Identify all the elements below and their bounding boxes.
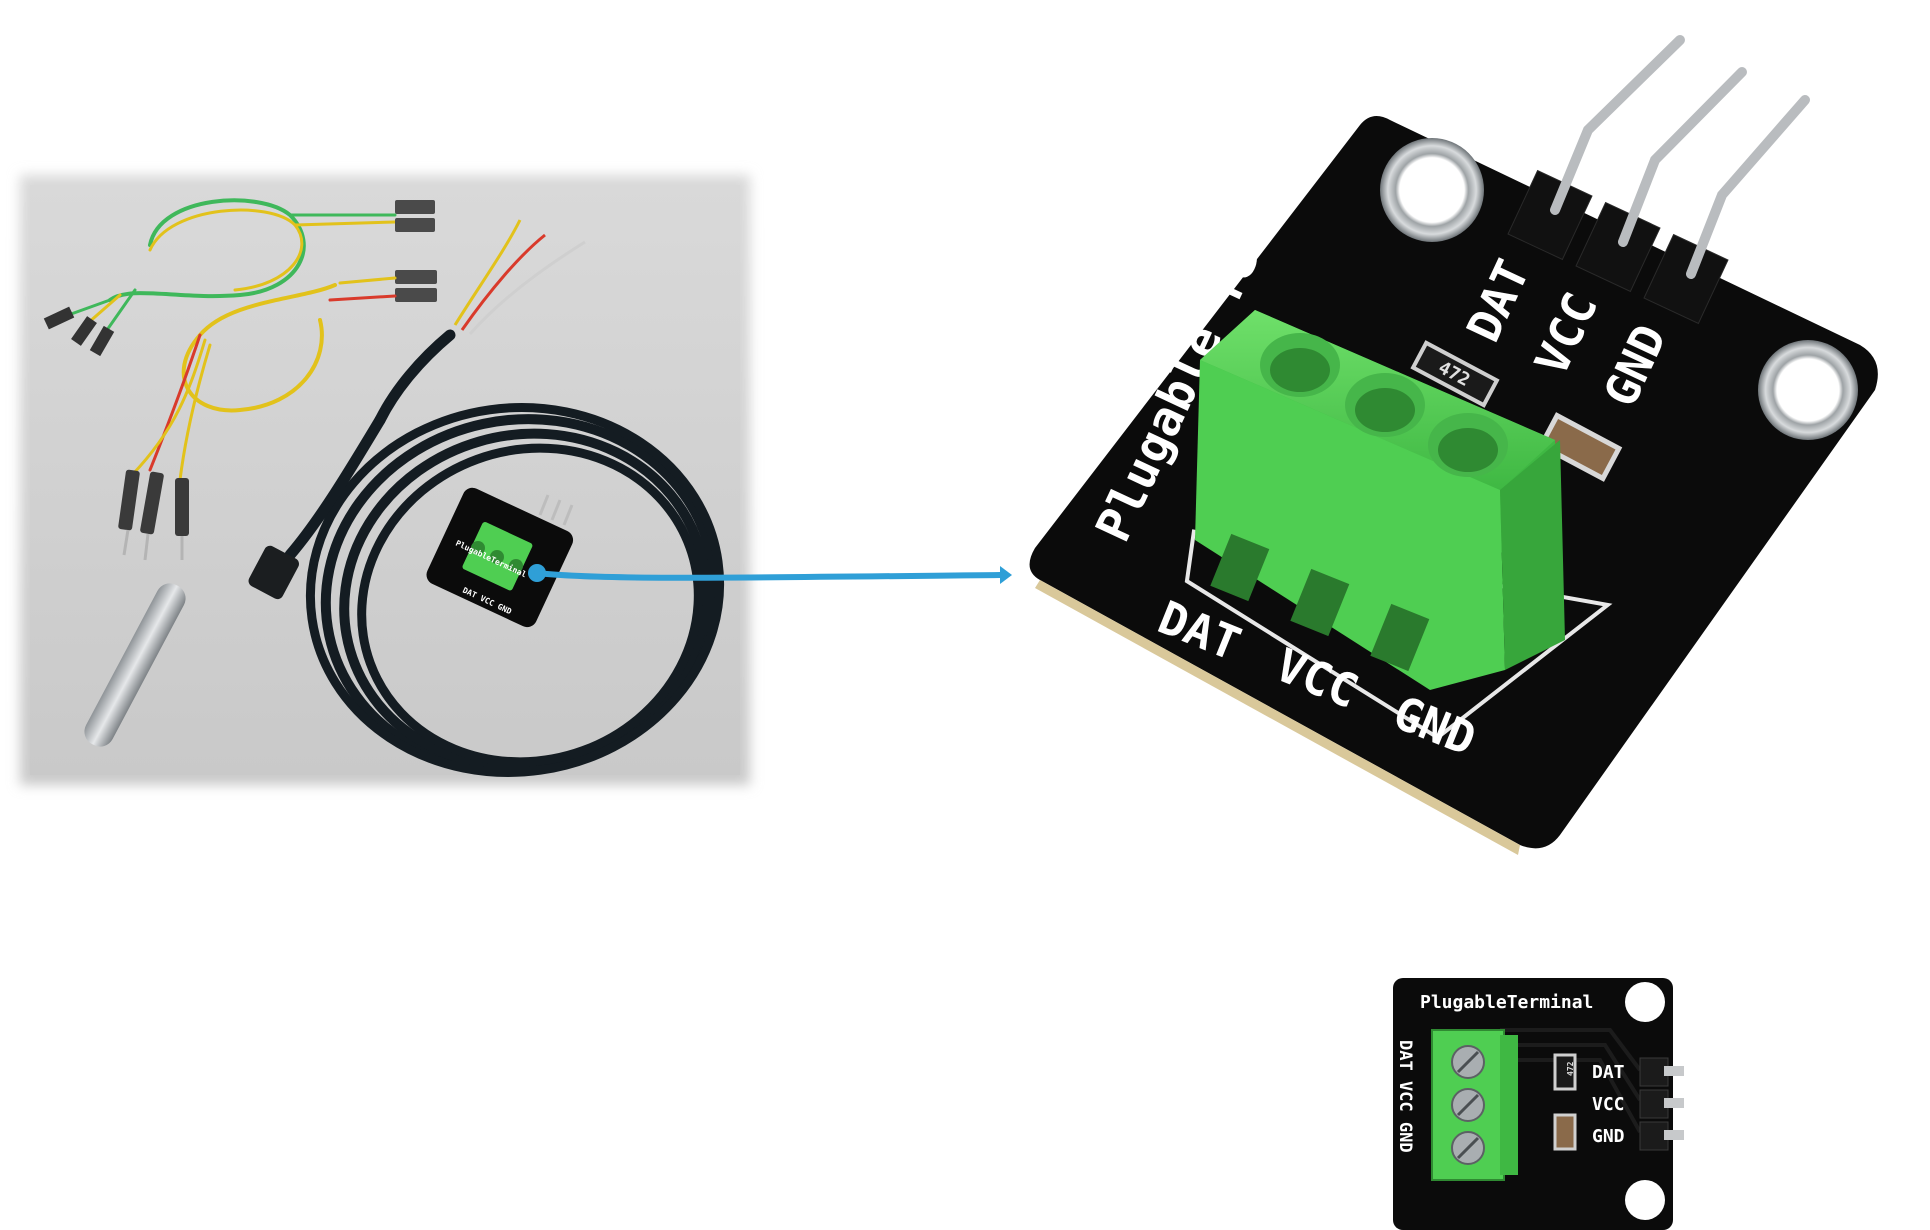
jumper-pins-bottom (118, 469, 189, 561)
small-brand-text: PlugableTerminal (1420, 992, 1593, 1013)
small-mounting-hole-2 (1625, 1180, 1665, 1220)
sensor-lead-wires (453, 219, 586, 335)
small-capacitor (1553, 1113, 1577, 1151)
arrow-right-icon (528, 564, 1012, 584)
svg-text:VCC: VCC (1592, 1094, 1625, 1115)
large-mounting-hole-2 (1758, 340, 1858, 440)
module-small: PlugableTerminal DAT VCC GND (1393, 978, 1684, 1230)
large-terminal-block (1195, 310, 1565, 690)
small-screw-labels: DAT VCC GND (1395, 1040, 1415, 1153)
small-resistor-code: 472 (1566, 1061, 1575, 1076)
module-large: 472 DAT VCC GND Plugable Terminal (1029, 35, 1878, 855)
large-mounting-hole-1 (1380, 138, 1484, 242)
jumper-wires-yellow (130, 276, 397, 482)
small-pin-labels: DAT VCC GND (1592, 1062, 1625, 1147)
small-pin-label-dat: DAT (1592, 1062, 1625, 1083)
svg-text:GND: GND (1592, 1126, 1625, 1147)
large-resistor: 472 (1410, 340, 1500, 408)
svg-text:DAT: DAT (1592, 1062, 1625, 1083)
small-mounting-hole-1 (1625, 982, 1665, 1022)
module-thumbnail: PlugableTerminal DAT VCC GND (426, 487, 574, 628)
sensor-cable (284, 329, 725, 777)
small-screw-text: DAT VCC GND (1395, 1040, 1415, 1153)
small-pin-header (1639, 1057, 1684, 1151)
jumper-pins-top (43, 200, 437, 357)
product-photo: PlugableTerminal DAT VCC GND (20, 175, 750, 785)
small-brand-label: PlugableTerminal (1420, 992, 1593, 1013)
large-pin-header (1507, 35, 1810, 325)
small-pin-label-gnd: GND (1592, 1126, 1625, 1147)
small-pin-label-vcc: VCC (1592, 1094, 1625, 1115)
stainless-probe (84, 545, 299, 747)
small-resistor (1553, 1053, 1577, 1091)
svg-text:472: 472 (1566, 1061, 1575, 1076)
large-capacitor (1537, 412, 1623, 482)
small-terminal-block (1431, 1029, 1518, 1181)
